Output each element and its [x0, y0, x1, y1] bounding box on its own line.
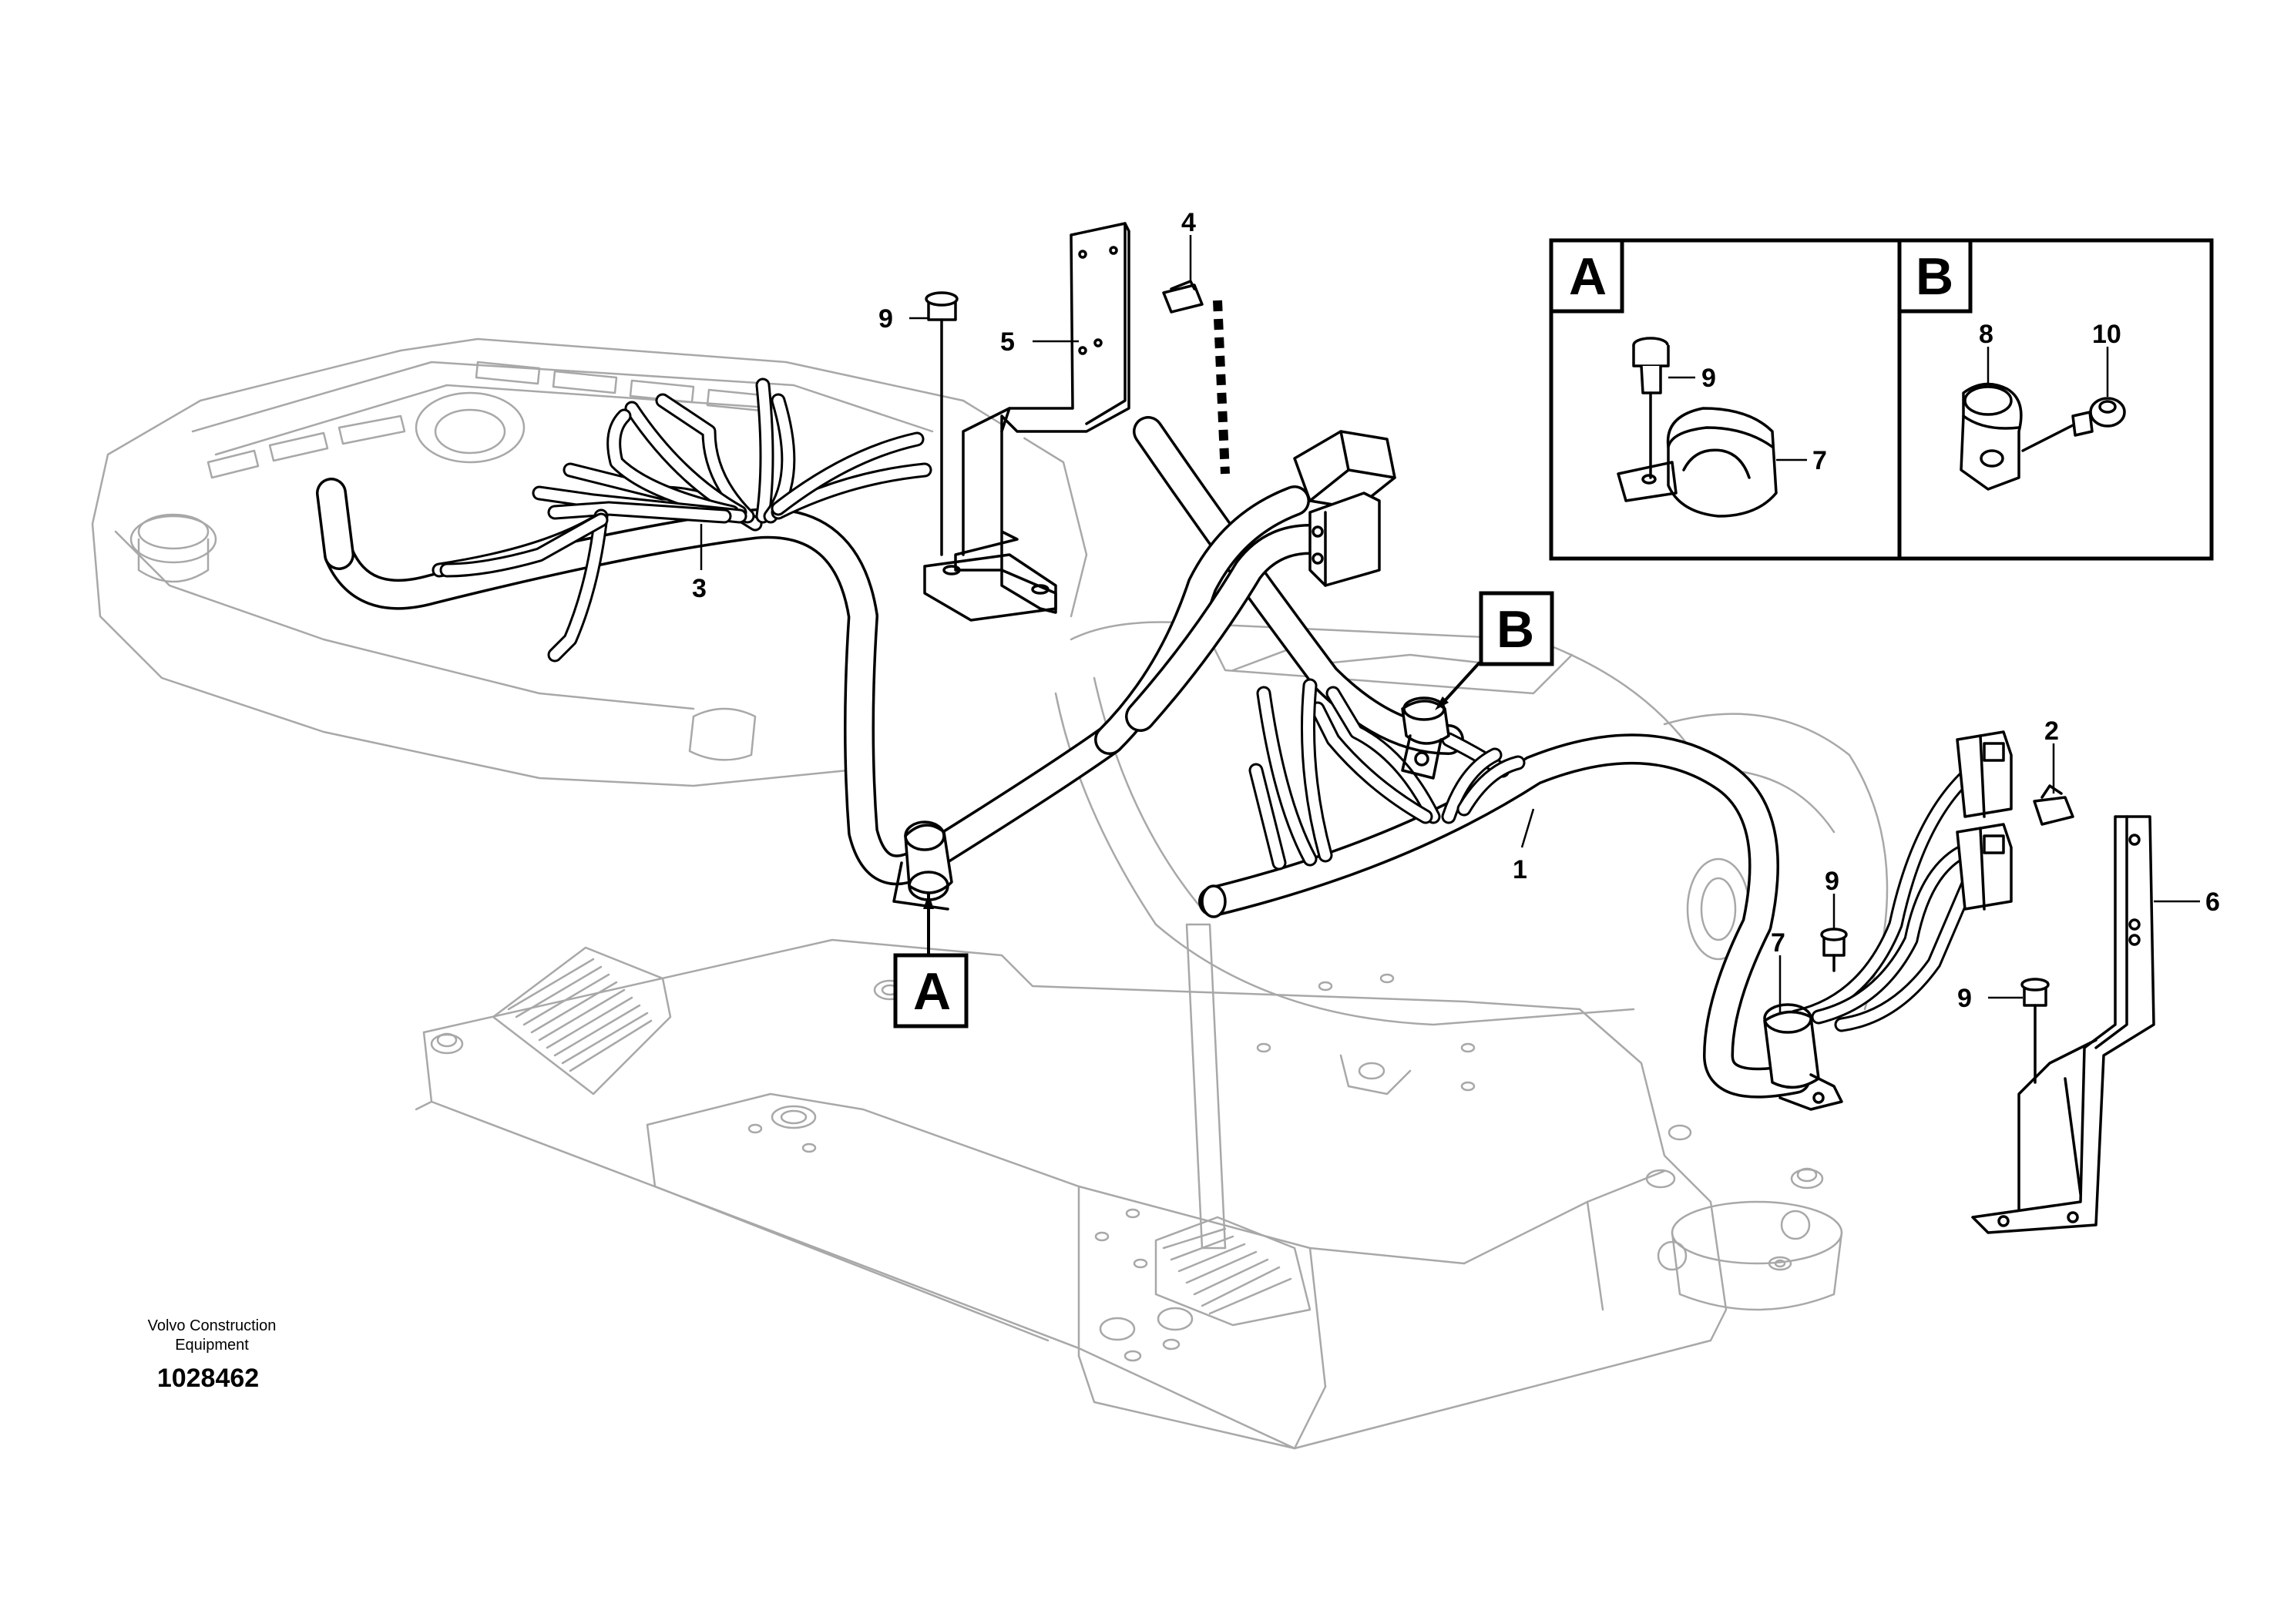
- wire-harness-3: [316, 377, 1125, 886]
- view-tag-a-letter: A: [913, 962, 951, 1021]
- callout-9-far-right: 9: [1957, 984, 1972, 1013]
- detail-a-callout-9: 9: [1701, 364, 1716, 393]
- callout-1: 1: [1513, 855, 1527, 884]
- caption-company-line1: Volvo Construction: [148, 1317, 277, 1334]
- callout-6: 6: [2205, 887, 2220, 917]
- detail-a-callout-7: 7: [1812, 446, 1827, 475]
- connector-block-top: [1293, 430, 1396, 587]
- document-number: 1028462: [157, 1364, 259, 1393]
- callout-7-right: 7: [1771, 928, 1785, 958]
- view-tag-a: A: [893, 894, 969, 1028]
- detail-a-letter: A: [1569, 247, 1607, 306]
- callout-9-top: 9: [878, 304, 893, 334]
- bracket-5: [923, 222, 1130, 622]
- machine-body-outline: [91, 337, 1889, 1450]
- bolt-9-right: [1820, 928, 1848, 972]
- view-tag-b: B: [1435, 591, 1554, 710]
- clamp-7-right: [1763, 1003, 1843, 1111]
- bolt-9-far-right: [2020, 978, 2050, 1084]
- caption-block: Volvo Construction Equipment 1028462: [148, 1317, 277, 1393]
- wire-harness-1: [1094, 416, 1988, 1099]
- bracket-6: [1971, 815, 2155, 1234]
- callout-3: 3: [692, 574, 707, 603]
- detail-box-b: B 8 10: [1897, 238, 2214, 561]
- view-tag-b-letter: B: [1496, 600, 1534, 659]
- clip-8-at-b: [1401, 696, 1450, 780]
- detail-b-letter: B: [1916, 247, 1953, 306]
- callouts: 9 5 4 3 1 7 9 2 6 9: [692, 208, 2220, 1013]
- callout-9-right: 9: [1825, 867, 1839, 896]
- detail-box-a: A 9 7: [1549, 238, 1904, 561]
- detail-b-callout-8: 8: [1979, 320, 1993, 349]
- callout-4: 4: [1181, 208, 1196, 237]
- callout-2: 2: [2044, 716, 2059, 746]
- caption-company-line2: Equipment: [175, 1337, 249, 1354]
- callout-5: 5: [1000, 327, 1015, 357]
- cable-tie-2: [2033, 784, 2074, 826]
- bolt-9-top: [925, 291, 959, 556]
- detail-b-callout-10: 10: [2092, 320, 2121, 349]
- connector-block-right: [1956, 730, 2013, 911]
